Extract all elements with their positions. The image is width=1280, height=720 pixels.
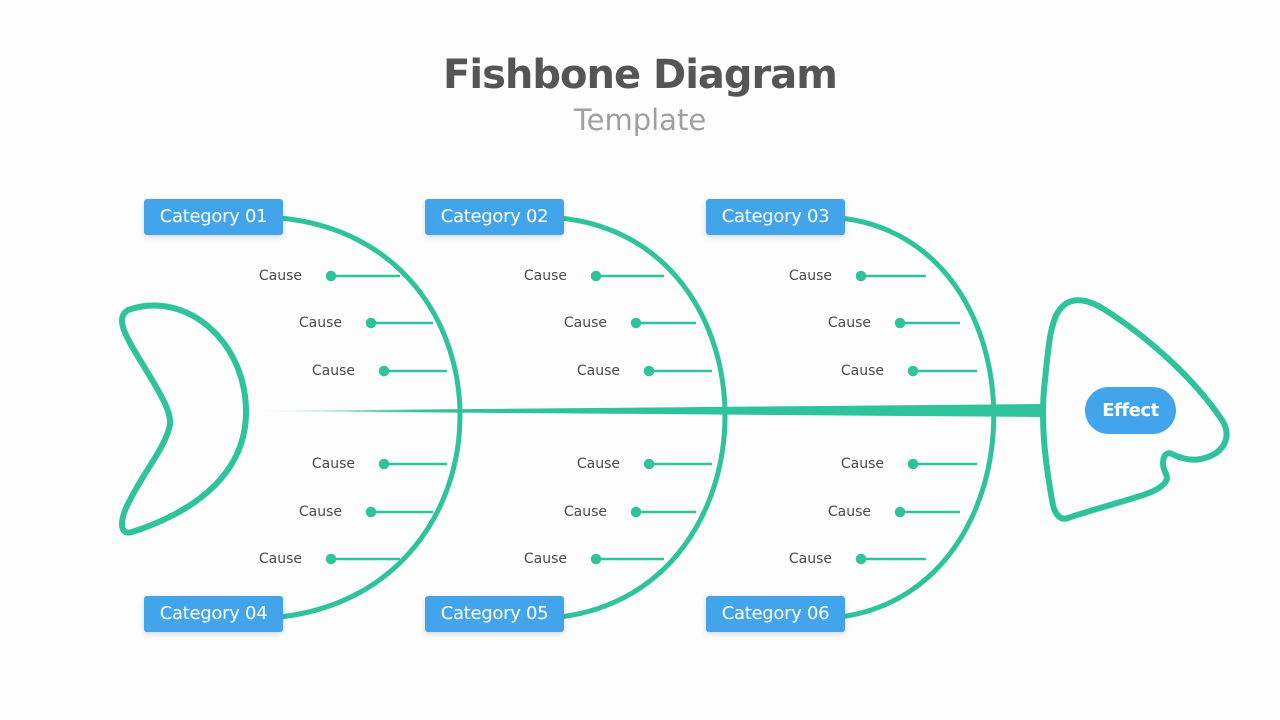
rib-arc-1 <box>279 215 463 620</box>
category-box-06[interactable]: Category 06 <box>706 596 845 632</box>
cause-label: Cause <box>788 268 832 284</box>
page-title: Fishbone Diagram <box>443 52 838 98</box>
category-box-05[interactable]: Category 05 <box>425 596 564 632</box>
cause-label: Cause <box>258 268 302 284</box>
cause-label: Cause <box>523 268 567 284</box>
cause-label: Cause <box>576 363 620 379</box>
rib-arc-2 <box>559 215 728 620</box>
cause-label: Cause <box>523 551 567 567</box>
cause-label: Cause <box>827 315 871 331</box>
cause-lines-3 <box>855 270 977 565</box>
cause-label: Cause <box>576 456 620 472</box>
fish-tail <box>119 302 250 536</box>
fish-head <box>1040 297 1230 522</box>
cause-label: Cause <box>298 315 342 331</box>
rib-arc-3 <box>839 215 997 620</box>
cause-label: Cause <box>258 551 302 567</box>
cause-label: Cause <box>311 456 355 472</box>
cause-label: Cause <box>563 315 607 331</box>
cause-label: Cause <box>840 456 884 472</box>
cause-label: Cause <box>788 551 832 567</box>
category-box-02[interactable]: Category 02 <box>425 199 564 235</box>
cause-lines-2 <box>590 270 712 565</box>
category-box-01[interactable]: Category 01 <box>144 199 283 235</box>
page-subtitle: Template <box>573 103 707 137</box>
fish-spine <box>250 404 1045 417</box>
cause-label: Cause <box>840 363 884 379</box>
cause-label: Cause <box>311 363 355 379</box>
cause-label: Cause <box>298 504 342 520</box>
cause-lines-1 <box>325 270 447 565</box>
cause-label: Cause <box>563 504 607 520</box>
category-box-03[interactable]: Category 03 <box>706 199 845 235</box>
category-box-04[interactable]: Category 04 <box>144 596 283 632</box>
cause-label: Cause <box>827 504 871 520</box>
effect-badge[interactable]: Effect <box>1085 387 1176 434</box>
